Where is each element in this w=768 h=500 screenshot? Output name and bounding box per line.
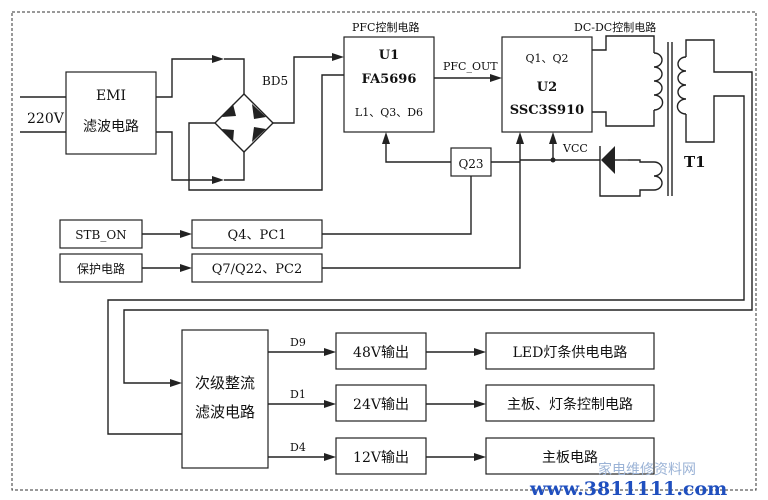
watermark-url-text: www.3811111.com <box>529 478 727 500</box>
output-load-label: 主板电路 <box>542 450 598 466</box>
wire-secondary-a <box>123 39 753 384</box>
vcc-label: VCC <box>562 142 588 155</box>
secondary-rectifier-block <box>181 329 269 469</box>
q7-q22-pc2-label: Q7/Q22、PC2 <box>212 262 302 277</box>
output-diode-label: D4 <box>290 441 306 454</box>
arrow-q23-to-u2 <box>516 132 524 144</box>
vcc-diode-icon <box>599 146 628 176</box>
arrow-emi-to-bridge-bottom <box>212 176 224 184</box>
dcdc-controller-block <box>501 36 593 133</box>
output-voltage-label: 12V输出 <box>353 450 409 466</box>
transformer-icon <box>653 42 687 196</box>
arrow-q23-to-u1 <box>382 132 390 144</box>
pfc-out-label: PFC_OUT <box>443 60 498 73</box>
output-row-12v: D4 12V输出 主板电路 <box>268 437 655 475</box>
q23-label: Q23 <box>458 157 483 171</box>
output-diode-label: D9 <box>290 336 306 349</box>
wire-emi-to-bridge-bottom <box>156 131 212 181</box>
output-voltage-label: 48V输出 <box>353 345 409 361</box>
rectifier-label-line1: 次级整流 <box>195 374 255 392</box>
dcdc-caption: DC-DC控制电路 <box>574 20 656 34</box>
q4-pc1-label: Q4、PC1 <box>228 228 287 243</box>
wire-aux-return <box>599 176 654 197</box>
pfc-part-label: FA5696 <box>362 72 417 87</box>
arrow-secondary-a <box>170 379 182 387</box>
output-voltage-label: 24V输出 <box>353 397 409 413</box>
bridge-label: BD5 <box>262 74 288 88</box>
outer-frame <box>11 11 757 491</box>
dcdc-part-label: SSC3S910 <box>510 103 584 118</box>
output-row-24v: D1 24V输出 主板、灯条控制电路 <box>268 384 655 422</box>
pfc-caption: PFC控制电路 <box>352 20 419 34</box>
arrow-stb-to-q4 <box>180 230 192 238</box>
stb-on-block <box>59 219 143 249</box>
pfc-parts-label: L1、Q3、D6 <box>355 106 423 119</box>
arrow-protect-to-q7 <box>180 264 192 272</box>
wire-aux-winding <box>628 159 654 163</box>
dcdc-switches-label: Q1、Q2 <box>525 52 568 65</box>
q7-q22-pc2-block <box>191 253 323 283</box>
arrow-bridge-to-pfc <box>332 53 344 61</box>
rectifier-label-line2: 滤波电路 <box>195 403 255 421</box>
arrow-vcc-to-u2 <box>549 132 557 144</box>
q4-pc1-block <box>191 219 323 249</box>
input-voltage-label: 220V <box>27 111 65 127</box>
protection-block <box>59 253 143 283</box>
output-load-label: LED灯条供电电路 <box>513 344 628 361</box>
wire-u2-to-primary-bottom <box>592 110 655 127</box>
stb-on-label: STB_ON <box>75 228 126 242</box>
pfc-controller-block <box>343 36 435 133</box>
emi-filter-label-line1: EMI <box>96 88 126 104</box>
pfc-ic-label: U1 <box>379 48 399 63</box>
transformer-label: T1 <box>684 153 706 171</box>
emi-filter-block <box>65 71 157 155</box>
protection-label: 保护电路 <box>77 261 125 276</box>
bridge-rectifier-icon <box>188 58 295 191</box>
wire-secondary-b <box>107 95 745 435</box>
output-diode-label: D1 <box>290 388 306 401</box>
output-load-label: 主板、灯条控制电路 <box>507 396 633 413</box>
wire-bridge-to-pfc <box>293 56 332 98</box>
watermark-cn-text: 家电维修资料网 <box>598 461 696 478</box>
wire-u2-to-primary-top <box>592 35 655 53</box>
emi-filter-label-line2: 滤波电路 <box>83 119 139 135</box>
wire-bridge-return <box>212 74 344 191</box>
arrow-pfc-out <box>490 74 502 82</box>
wire-emi-to-bridge-top <box>156 58 212 98</box>
wire-q23-to-u1 <box>385 144 451 163</box>
wire-q4-to-q23 <box>322 176 472 235</box>
arrow-emi-to-bridge-top <box>212 55 224 63</box>
output-row-48v: D9 48V输出 LED灯条供电电路 <box>268 332 655 370</box>
dcdc-ic-label: U2 <box>537 80 557 95</box>
wire-q7-to-u2 <box>322 178 521 269</box>
